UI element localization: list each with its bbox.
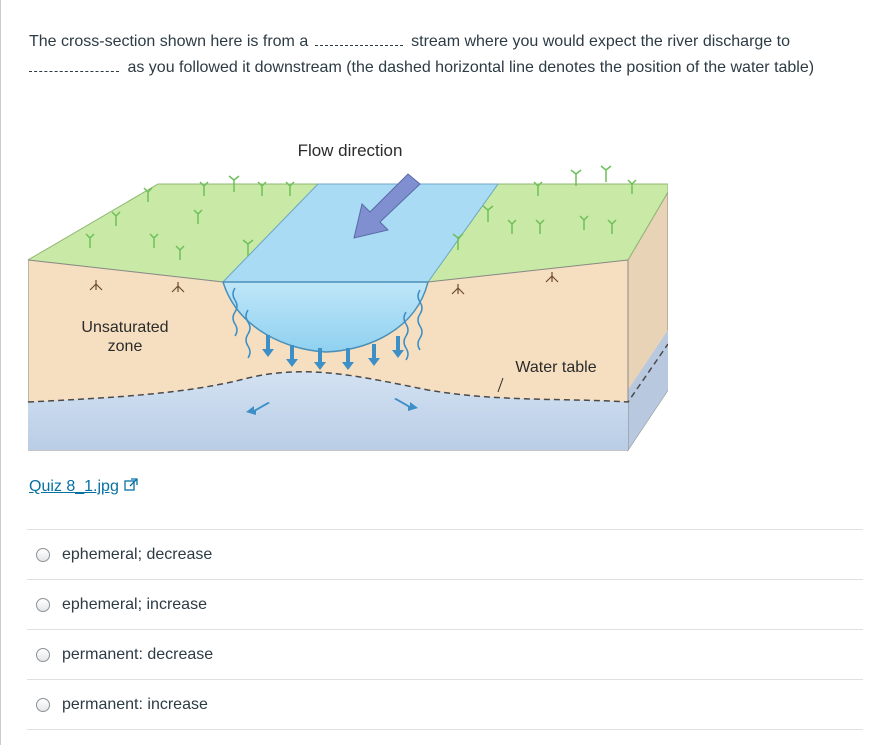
radio-button-1[interactable] <box>36 547 50 562</box>
groundwater-arrow-left <box>246 402 270 415</box>
water-table-leader-line <box>497 377 504 393</box>
content-frame-border <box>0 0 1 745</box>
water-table-label: Water table <box>515 359 596 376</box>
answer-list: ephemeral; decrease ephemeral; increase … <box>27 529 863 730</box>
grass-plants <box>85 165 637 260</box>
stream-cross-section-diagram: Flow direction Unsaturated zone Water ta… <box>28 141 668 452</box>
answer-option-4-label[interactable]: permanent: increase <box>62 695 208 713</box>
answer-option-3[interactable]: permanent: decrease <box>27 629 863 679</box>
groundwater-arrow-right <box>394 398 418 411</box>
block-side-groundwater <box>628 330 668 450</box>
radio-button-2[interactable] <box>36 597 50 612</box>
unsaturated-zone-label-line2: zone <box>108 338 143 355</box>
unsaturated-zone-label-line1: Unsaturated <box>81 319 168 336</box>
external-link-icon <box>124 478 138 491</box>
water-table-line <box>28 343 668 403</box>
attachment-link-text[interactable]: Quiz 8_1.jpg <box>29 478 119 495</box>
answer-option-1[interactable]: ephemeral; decrease <box>27 529 863 579</box>
answer-blank-1 <box>314 31 403 46</box>
answer-option-1-label[interactable]: ephemeral; decrease <box>62 545 213 563</box>
answer-blank-2 <box>29 57 119 72</box>
seepage-lines <box>232 287 423 361</box>
plant-roots <box>89 272 559 295</box>
question-text-part2: stream where you would expect the river … <box>411 33 790 50</box>
flow-direction-label: Flow direction <box>298 141 403 160</box>
radio-button-3[interactable] <box>36 647 50 662</box>
infiltration-arrows <box>262 335 404 370</box>
answer-option-2[interactable]: ephemeral; increase <box>27 579 863 629</box>
flow-direction-arrow <box>353 173 421 239</box>
radio-button-4[interactable] <box>36 697 50 712</box>
question-text-part1: The cross-section shown here is from a <box>29 33 309 50</box>
answer-option-3-label[interactable]: permanent: decrease <box>62 645 214 663</box>
attachment-link[interactable]: Quiz 8_1.jpg <box>29 478 138 496</box>
answer-option-4[interactable]: permanent: increase <box>27 679 863 730</box>
question-text-part3: as you followed it downstream (the dashe… <box>127 59 815 76</box>
question-text: The cross-section shown here is from a s… <box>29 29 849 81</box>
answer-option-2-label[interactable]: ephemeral; increase <box>62 595 207 613</box>
